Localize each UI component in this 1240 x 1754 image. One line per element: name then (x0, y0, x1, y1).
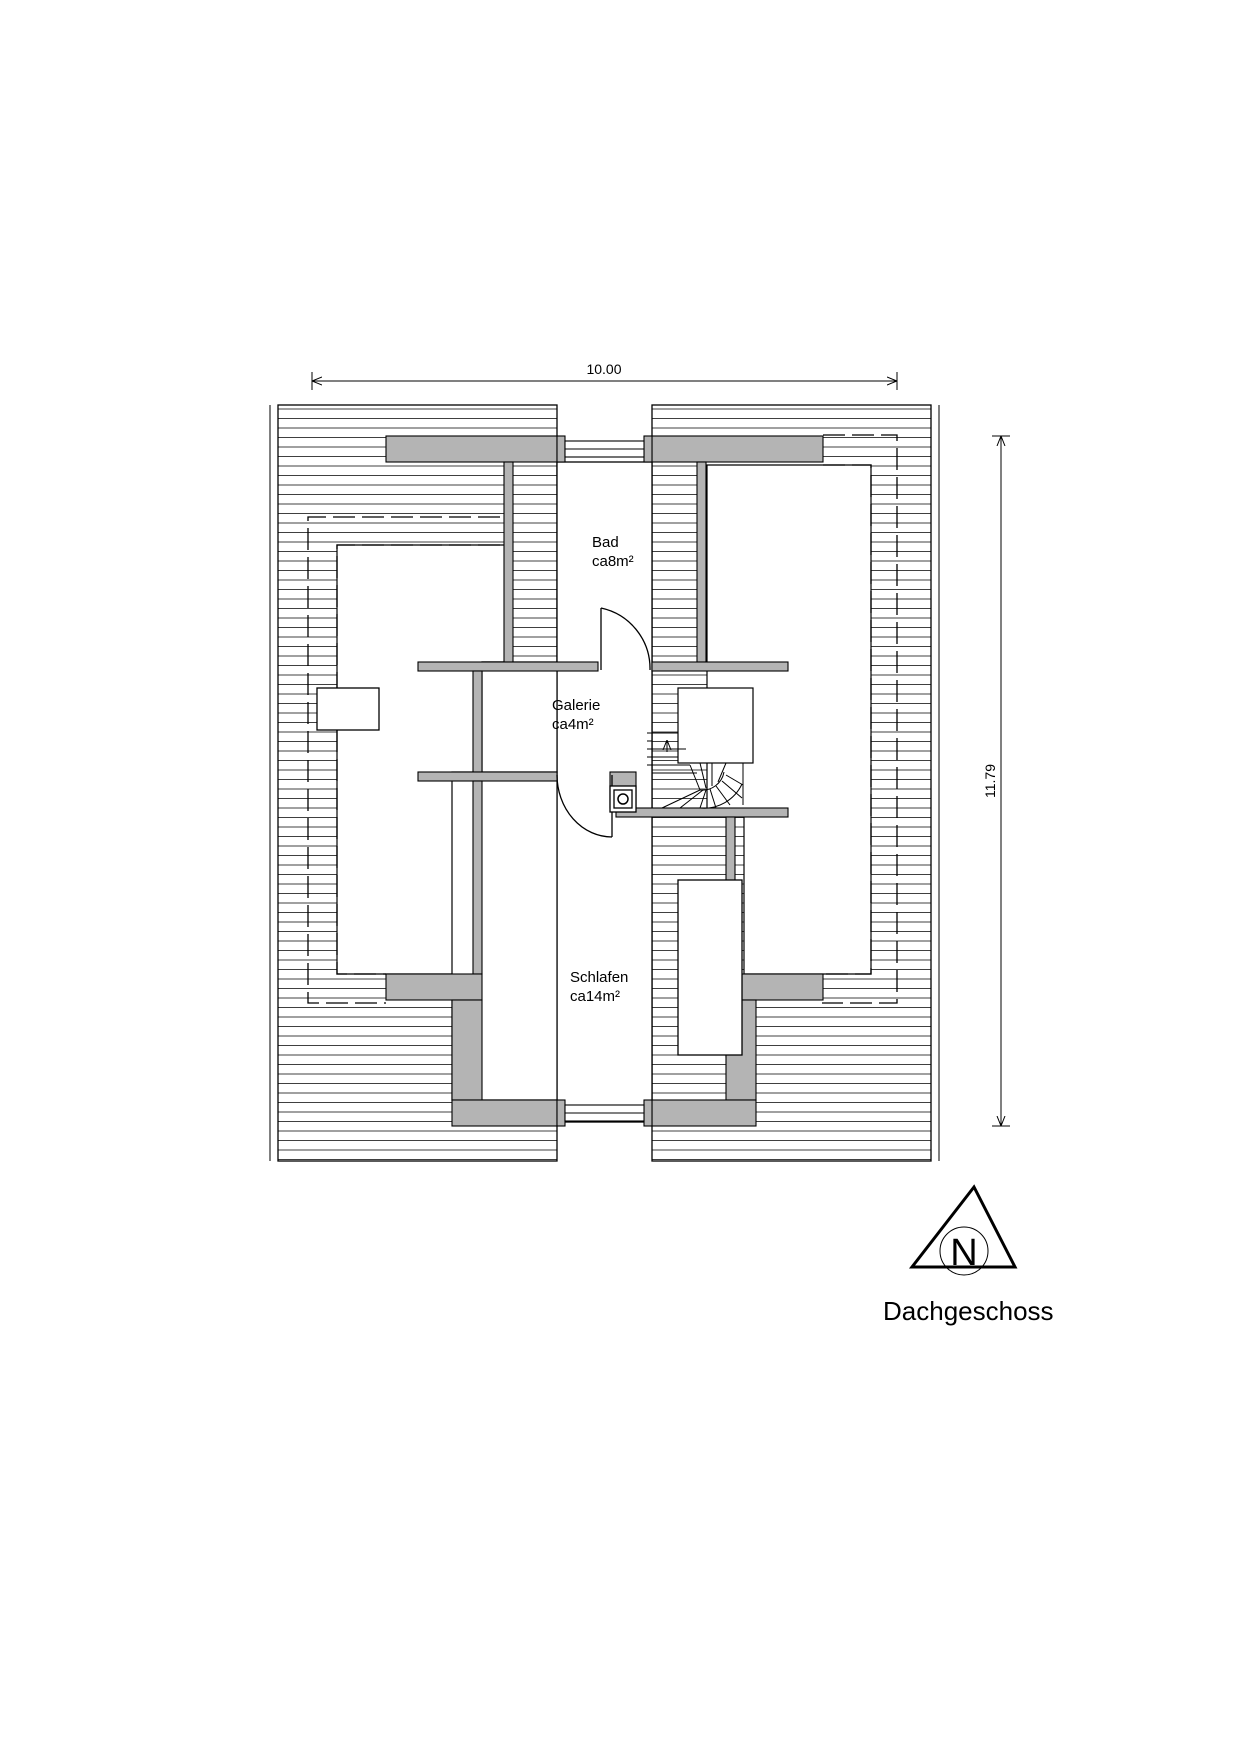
room-area-galerie: ca4m² (552, 716, 594, 733)
floor-title: Dachgeschoss (883, 1296, 1054, 1326)
walls (385, 435, 824, 1127)
width-dimension-label: 10.00 (586, 361, 621, 377)
depth-dimension-label: 11.79 (982, 764, 998, 798)
room-name-schlafen: Schlafen (570, 969, 628, 986)
staircase (647, 732, 744, 809)
knee-wall-dashed-lines (307, 434, 898, 1004)
chimney (609, 785, 637, 813)
skylight-right (677, 879, 743, 1056)
room-interiors (336, 464, 872, 1101)
room-name-bad: Bad (592, 534, 619, 551)
dimension-width: 10.00 (311, 361, 898, 390)
window-bottom (564, 1104, 645, 1122)
door-bad (600, 607, 651, 671)
room-labels: Bad ca8m² Galerie ca4m² Schlafen ca14m² (552, 534, 634, 1005)
skylight-left (316, 687, 380, 731)
room-area-bad: ca8m² (592, 553, 634, 570)
room-area-schlafen: ca14m² (570, 988, 620, 1005)
window-top (564, 440, 645, 458)
north-arrow: N (908, 1184, 1018, 1276)
room-name-galerie: Galerie (552, 697, 600, 714)
dimension-depth: 11.79 (982, 435, 1010, 1127)
north-letter: N (950, 1232, 977, 1274)
